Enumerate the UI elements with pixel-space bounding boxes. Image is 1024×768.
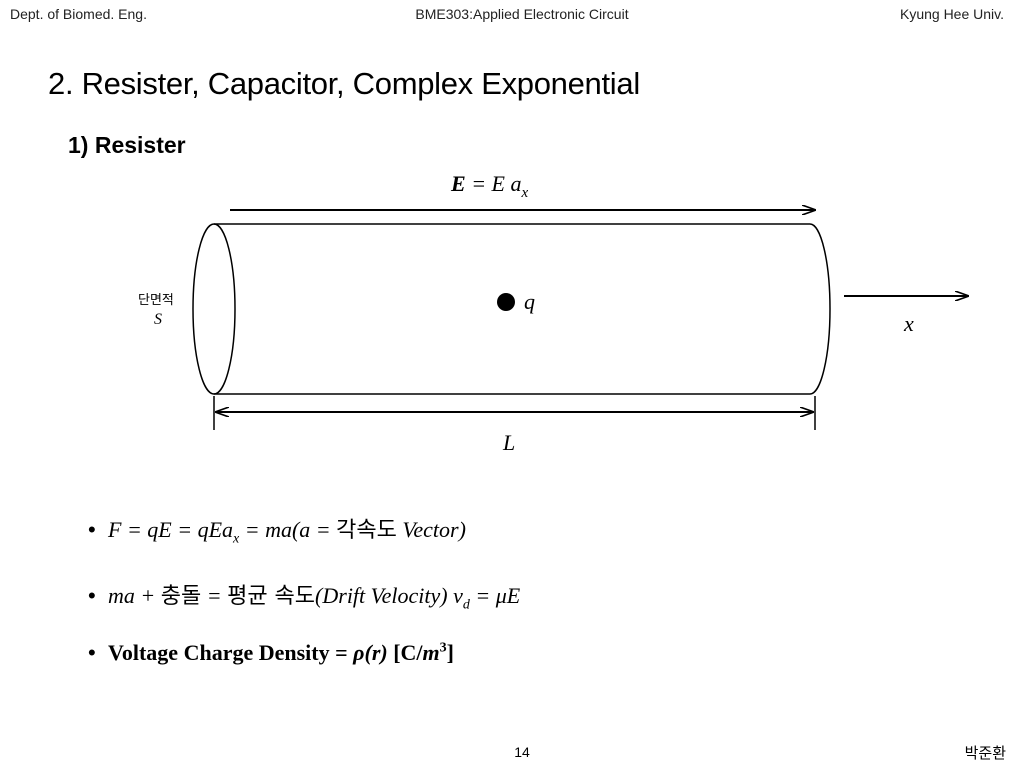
field-subscript: x	[520, 185, 528, 201]
drift-eq-b: =	[201, 583, 228, 608]
length-label: L	[502, 430, 515, 455]
density-unit-a: [C/	[387, 640, 423, 665]
force-eq-sub: x	[233, 531, 240, 547]
page-number: 14	[514, 744, 530, 760]
slide-title: 2. Resister, Capacitor, Complex Exponent…	[48, 66, 640, 101]
density-unit-m: m	[422, 640, 440, 665]
header-course: BME303:Applied Electronic Circuit	[415, 6, 629, 22]
charge-dot	[497, 293, 515, 311]
force-eq-c: Vector)	[396, 517, 466, 542]
axis-label: x	[903, 311, 914, 336]
force-eq-korean: 각속도	[336, 518, 397, 543]
cylinder-left-end	[192, 223, 236, 395]
header-dept: Dept. of Biomed. Eng.	[10, 6, 147, 22]
area-label: S	[154, 311, 162, 328]
drift-eq-a: ma +	[108, 583, 161, 608]
drift-eq-c: (Drift Velocity) v	[315, 583, 463, 608]
section-heading: 1) Resister	[68, 132, 186, 158]
author-name: 박준환	[964, 744, 1006, 762]
header-university: Kyung Hee Univ.	[899, 6, 1004, 22]
field-label: E = E ax	[450, 171, 528, 201]
drift-eq-korean-b: 평균 속도	[227, 584, 316, 609]
drift-eq-d: = μE	[469, 583, 521, 608]
density-unit-b: ]	[446, 640, 454, 665]
bullet-drift-velocity: •ma + 충돌 = 평균 속도(Drift Velocity) vd = μE	[88, 583, 521, 613]
density-text: Voltage Charge Density =	[108, 640, 354, 665]
force-eq-b: = ma(a =	[239, 517, 337, 542]
bullet-force: •F = qE = qEax = ma(a = 각속도 Vector)	[88, 517, 466, 547]
density-rho: ρ(r)	[353, 640, 388, 665]
drift-eq-sub: d	[462, 597, 470, 613]
drift-eq-korean-a: 충돌	[160, 584, 202, 609]
density-unit-sup: 3	[439, 640, 447, 656]
force-eq-a: F = qE = qEa	[108, 517, 234, 542]
cylinder-right-end	[809, 223, 831, 395]
charge-label: q	[524, 289, 535, 314]
bullet-charge-density: •Voltage Charge Density = ρ(r) [C/m3]	[88, 640, 454, 665]
cross-section-label: 단면적	[138, 293, 174, 308]
